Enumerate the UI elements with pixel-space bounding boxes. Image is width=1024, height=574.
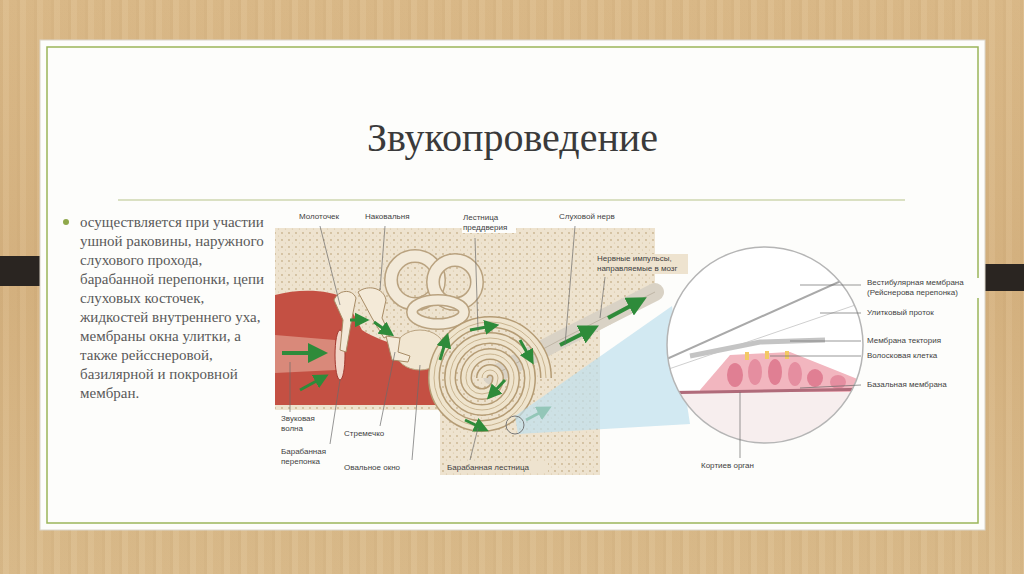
part-label: Мембрана тектория bbox=[866, 336, 968, 346]
illustration-part bbox=[63, 219, 69, 225]
illustration-part bbox=[785, 351, 789, 359]
illustration-part bbox=[492, 380, 505, 394]
illustration-part bbox=[300, 378, 322, 390]
illustration-part bbox=[290, 226, 861, 460]
illustration-part bbox=[475, 238, 478, 330]
illustration-part bbox=[765, 351, 769, 359]
illustration-part bbox=[660, 390, 870, 450]
part-label: Улитковый проток bbox=[866, 308, 968, 318]
illustration-part bbox=[275, 335, 336, 373]
illustration-part bbox=[740, 392, 741, 458]
illustration-part bbox=[560, 330, 590, 345]
illustration-part bbox=[660, 268, 870, 362]
illustration-part bbox=[788, 362, 802, 386]
illustration-part bbox=[470, 326, 492, 330]
illustration-part bbox=[334, 291, 356, 352]
illustration-part bbox=[412, 365, 420, 460]
illustration-part bbox=[380, 226, 385, 290]
illustration-part bbox=[386, 336, 410, 362]
illustration-part bbox=[391, 256, 477, 324]
part-label: Нервные импульсы, направляемые в мозг bbox=[596, 254, 688, 274]
illustration-part bbox=[465, 420, 482, 428]
illustration-part bbox=[470, 428, 478, 460]
illustration-part bbox=[660, 389, 870, 393]
part-label: Наковальня bbox=[364, 212, 418, 222]
illustration-part bbox=[350, 319, 362, 322]
slide-title: Звукопроведение bbox=[40, 114, 985, 161]
illustration-part bbox=[600, 277, 605, 318]
illustration-part bbox=[820, 313, 861, 314]
part-label: Базальная мембрана bbox=[866, 380, 968, 390]
part-label: Овальное окно bbox=[343, 463, 407, 473]
illustration-part bbox=[800, 385, 861, 388]
illustration-part bbox=[768, 359, 782, 385]
illustration-part bbox=[330, 380, 340, 444]
illustration-part bbox=[282, 351, 318, 355]
illustration-part bbox=[690, 340, 825, 356]
illustration-part bbox=[790, 341, 861, 342]
part-label: Стремечко bbox=[343, 429, 395, 439]
illustration-part bbox=[412, 300, 464, 324]
illustration-part bbox=[290, 362, 291, 412]
illustration-part bbox=[984, 264, 1024, 291]
part-label: Барабанная перепонка bbox=[280, 447, 334, 467]
part-label: Слуховой нерв bbox=[558, 212, 624, 222]
illustration-part bbox=[358, 288, 390, 338]
illustration-part bbox=[727, 363, 743, 387]
illustration-part bbox=[380, 352, 395, 426]
illustration-part bbox=[40, 40, 985, 530]
part-label: Звуковая волна bbox=[280, 414, 324, 434]
illustration-part bbox=[0, 256, 42, 286]
illustration-part bbox=[830, 375, 846, 389]
illustration-part bbox=[412, 300, 464, 324]
part-label: Волосковая клетка bbox=[866, 351, 968, 361]
illustration-part bbox=[515, 306, 690, 434]
part-label: Кортиев орган bbox=[700, 461, 782, 471]
illustration-part bbox=[700, 352, 870, 392]
part-label: Барабанная лестница bbox=[446, 463, 548, 473]
illustration-part bbox=[520, 340, 530, 358]
part-label: Вестибулярная мембрана (Рейснерова переп… bbox=[866, 278, 980, 298]
illustration-part bbox=[770, 356, 861, 357]
illustration-part bbox=[807, 369, 823, 387]
illustration-part bbox=[506, 416, 524, 434]
illustration-part bbox=[800, 285, 861, 286]
illustration-part bbox=[320, 226, 340, 305]
part-label: Молоточек bbox=[298, 212, 348, 222]
illustration-part bbox=[745, 352, 749, 360]
illustration-part bbox=[608, 302, 638, 318]
illustration-part bbox=[748, 359, 762, 385]
illustration-part bbox=[565, 226, 575, 345]
illustration-part bbox=[118, 199, 905, 200]
illustration-part bbox=[440, 340, 446, 360]
illustration-part bbox=[667, 247, 863, 443]
illustration-part bbox=[660, 268, 870, 450]
part-label: Лестница преддверия bbox=[462, 213, 516, 233]
illustration-part bbox=[374, 322, 388, 332]
bullet-text: осуществляется при участии ушной раковин… bbox=[80, 213, 268, 403]
